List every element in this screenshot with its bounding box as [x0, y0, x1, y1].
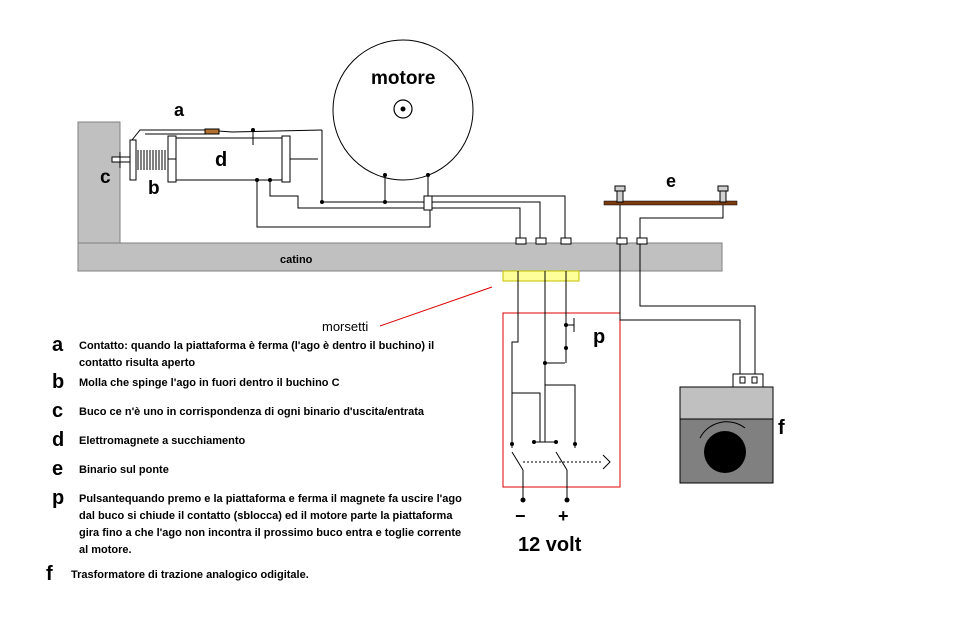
legend-key: p — [52, 487, 65, 509]
label-12-volt: 12 volt — [518, 534, 582, 556]
label-b: b — [148, 178, 160, 199]
switch-dots — [510, 323, 577, 503]
legend-text: Molla che spinge l'ago in fuori dentro i… — [79, 377, 340, 389]
junction-dots — [251, 128, 430, 204]
legend-text: Pulsantequando premo e la piattaforma e … — [79, 493, 462, 556]
legend-key: a — [52, 334, 64, 356]
label-minus: − — [515, 506, 526, 526]
label-catino: catino — [280, 254, 313, 266]
legend-text: Buco ce n'è uno in corrispondenza di ogn… — [79, 406, 425, 418]
legend-text: Elettromagnete a succhiamento — [79, 435, 246, 447]
terminal-block — [502, 270, 580, 282]
electromagnet-d — [167, 135, 296, 183]
catino-frame — [77, 121, 723, 272]
morsetti-pointer — [379, 286, 493, 327]
legend-key: f — [46, 563, 53, 585]
spring-b — [137, 150, 166, 170]
contact-a — [131, 128, 323, 141]
label-morsetti: morsetti — [322, 319, 368, 334]
transformer-f — [619, 244, 774, 484]
track-e — [603, 185, 738, 238]
label-d: d — [215, 149, 227, 171]
legend-key: d — [52, 429, 65, 451]
label-e: e — [666, 171, 676, 191]
upper-wiring — [252, 130, 566, 238]
label-f: f — [778, 417, 785, 439]
catino-terminals — [515, 237, 648, 245]
label-c: c — [100, 167, 111, 188]
label-motore: motore — [371, 68, 435, 89]
transformer-knob-icon — [704, 431, 746, 473]
legend-text: Trasformatore di trazione analogico odig… — [71, 569, 309, 581]
label-p-button: p — [593, 326, 605, 348]
legend-key: c — [52, 400, 64, 422]
switch-wiring — [511, 281, 611, 498]
spring-disc — [129, 139, 137, 181]
label-a: a — [174, 100, 185, 120]
legend-key: b — [52, 371, 65, 393]
motor: motore — [332, 39, 474, 181]
legend-key: e — [52, 458, 64, 480]
label-plus: + — [558, 506, 569, 526]
legend-text: Contatto: quando la piattaforma è ferma … — [79, 340, 435, 369]
switch-box — [502, 312, 621, 488]
legend-text: Binario sul ponte — [79, 464, 169, 476]
